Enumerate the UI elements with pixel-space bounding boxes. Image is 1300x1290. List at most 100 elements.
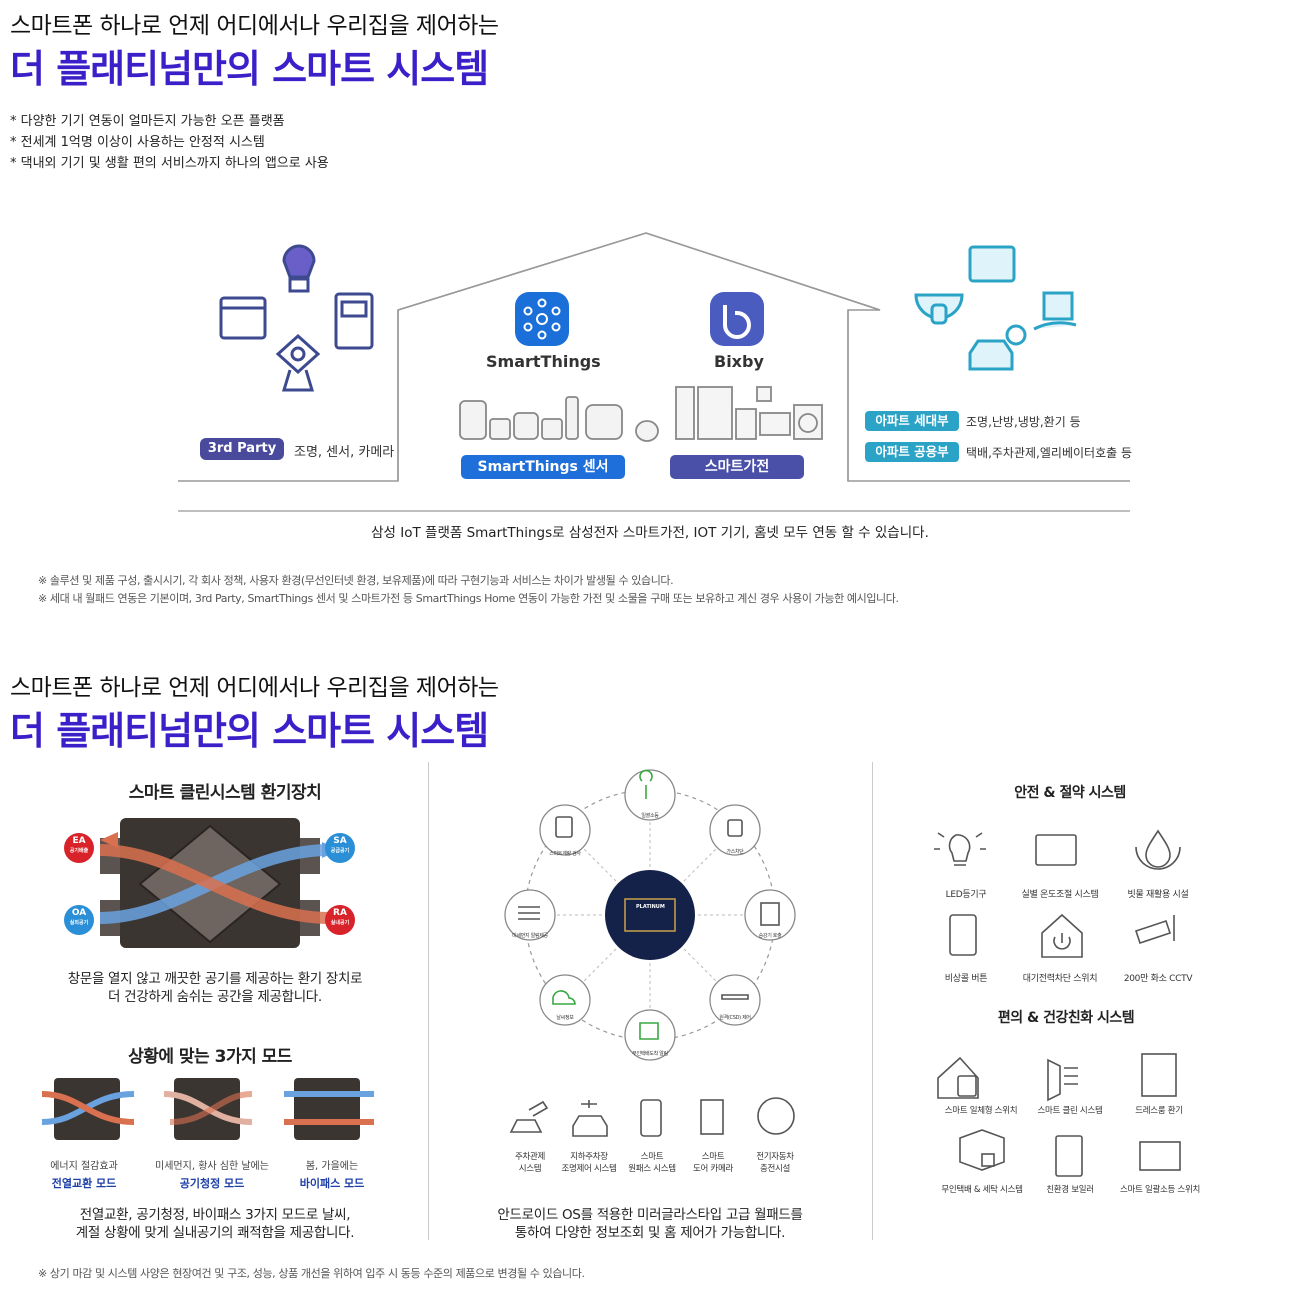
thermostat-icon <box>334 292 374 350</box>
section1-title: 더 플래티넘만의 스마트 시스템 <box>10 47 489 91</box>
node-parcel-alert <box>624 1009 676 1061</box>
smart-appliance-badge: 스마트가전 <box>670 455 804 479</box>
complex-system-icons <box>509 1097 795 1137</box>
section1-subtitle: 스마트폰 하나로 언제 어디에서나 우리집을 제어하는 <box>10 13 499 39</box>
health-icons <box>937 1053 1181 1177</box>
wallpad-icon <box>968 245 1016 283</box>
mode-bypass: 봄, 가을에는 바이패스 모드 <box>299 1161 365 1190</box>
remote-icon <box>721 994 749 1000</box>
apt-unit-desc: 조명,난방,냉방,환기 등 <box>966 415 1081 429</box>
parcel-icon <box>1033 291 1077 331</box>
note-item: ※ 세대 내 월패드 연동은 기본이며, 3rd Party, SmartThi… <box>38 592 899 605</box>
emergency-call-icon <box>949 914 977 956</box>
modes-desc: 전열교환, 공기청정, 바이패스 3가지 모드로 날씨, 계절 상황에 맞게 실… <box>75 1207 355 1241</box>
modes-title: 상황에 맞는 3가지 모드 <box>128 1047 292 1067</box>
column-divider <box>428 762 429 1240</box>
appliance-devices-icon <box>675 386 823 440</box>
node-remote-control <box>709 974 761 1026</box>
bullet-item: * 댁내외 기기 및 생활 편의 서비스까지 하나의 앱으로 사용 <box>10 156 329 171</box>
integrated-switch-icon <box>937 1056 979 1099</box>
node-lights-off <box>624 769 676 821</box>
node-label: 스마트계량 검사 <box>549 851 581 857</box>
led-light-icon <box>934 832 986 866</box>
mode-image-heat-exchange <box>41 1078 135 1140</box>
ra-circle <box>325 905 355 935</box>
meter-icon <box>555 816 573 838</box>
node-label: 원격(CSD) 제어 <box>719 1015 751 1021</box>
apt-unit-badge: 아파트 세대부 <box>865 411 959 431</box>
apt-common-desc: 택배,주차관제,엘리베이터호출 등 <box>966 446 1133 460</box>
smartthings-house-diagram <box>178 232 1130 512</box>
smartthings-logo-icon <box>515 292 569 346</box>
cctv-camera-icon <box>1134 915 1175 945</box>
column-divider <box>872 762 873 1240</box>
footnote: ※ 상기 마감 및 시스템 사양은 현장여건 및 구조, 성능, 상품 개선을 … <box>38 1267 585 1280</box>
bixby-logo-icon <box>710 292 764 346</box>
safety-item-label: 빗물 재활용 시설 <box>1127 890 1189 900</box>
box-icon <box>639 1022 659 1040</box>
safety-icons <box>934 829 1181 958</box>
health-item-label: 무인택배 & 세탁 시스템 <box>941 1185 1023 1195</box>
safety-item-label: LED등기구 <box>945 890 987 900</box>
safety-item-label: 비상콜 버튼 <box>944 974 988 984</box>
node-label: 날씨정보 <box>556 1015 574 1021</box>
weather-icon <box>552 990 576 1005</box>
health-title: 편의 & 건강친화 시스템 <box>997 1010 1135 1026</box>
health-item-label: 드레스룸 환기 <box>1135 1106 1183 1116</box>
safety-title: 안전 & 절약 시스템 <box>1014 785 1126 801</box>
bulb-icon <box>282 244 316 293</box>
node-label: 승강기 호출 <box>758 933 782 939</box>
touch-icon <box>639 769 653 799</box>
sa-circle <box>325 833 355 863</box>
thermostat-control-icon <box>1035 834 1077 866</box>
sensor-devices-icon <box>459 396 659 442</box>
safety-item-label: 200만 화소 CCTV <box>1123 974 1193 984</box>
oa-circle <box>64 905 94 935</box>
apt-common-badge: 아파트 공용부 <box>865 442 959 462</box>
ventilation-desc: 창문을 열지 않고 깨끗한 공기를 제공하는 환기 장치로 더 건강하게 숨쉬는… <box>67 971 363 1005</box>
mode-images <box>41 1078 374 1140</box>
clean-system-icon <box>1047 1058 1078 1102</box>
mode-heat-exchange: 에너지 절감효과 전열교환 모드 <box>50 1161 118 1190</box>
parking-control-icon <box>509 1100 549 1133</box>
section2-subtitle: 스마트폰 하나로 언제 어디에서나 우리집을 제어하는 <box>10 675 499 701</box>
smartthings-sensor-badge: SmartThings 센서 <box>461 455 625 479</box>
ea-circle <box>64 833 94 863</box>
mode-image-air-purify <box>163 1078 253 1140</box>
ventilation-title: 스마트 클린시스템 환기장치 <box>128 783 322 803</box>
node-smart-meter <box>539 804 591 856</box>
mode-image-bypass <box>284 1078 374 1140</box>
underground-lighting-icon <box>572 1100 608 1137</box>
health-item-label: 친환경 보일러 <box>1046 1185 1094 1195</box>
onepass-phone-icon <box>640 1099 662 1137</box>
section2-title: 더 플래티넘만의 스마트 시스템 <box>10 709 489 753</box>
node-elevator-call <box>744 889 796 941</box>
standby-power-icon <box>1041 913 1083 958</box>
wallpad-hub <box>605 870 695 960</box>
health-item-label: 스마트 일체형 스위치 <box>944 1106 1018 1116</box>
health-item-label: 스마트 일괄소등 스위치 <box>1119 1185 1200 1195</box>
eco-boiler-icon <box>1055 1135 1083 1177</box>
elevator-icon <box>760 902 780 926</box>
node-fine-dust <box>504 889 556 941</box>
node-label: 일괄소등 <box>641 813 659 819</box>
node-label: 미세먼지 알림제공 <box>512 933 548 939</box>
wallpad-desc: 안드로이드 OS를 적용한 미러글라스타입 고급 월패드를 통하여 다양한 정보… <box>497 1207 803 1241</box>
section1-notes: ※ 솔루션 및 제품 구성, 출시시기, 각 회사 정책, 사용자 환경(무선인… <box>38 572 899 608</box>
note-item: ※ 솔루션 및 제품 구성, 출시시기, 각 회사 정책, 사용자 환경(무선인… <box>38 574 674 587</box>
health-item-label: 스마트 클린 시스템 <box>1037 1106 1103 1116</box>
monitor-icon <box>219 296 267 340</box>
lights-off-switch-icon <box>1139 1141 1181 1171</box>
camera-icon <box>275 333 321 392</box>
ventilation-unit-image <box>64 818 355 948</box>
parcel-laundry-icon <box>959 1129 1005 1171</box>
node-label: 가스차단 <box>726 849 744 855</box>
third-party-desc: 조명, 센서, 카메라 <box>294 445 395 460</box>
car-parking-icon <box>968 324 1027 371</box>
